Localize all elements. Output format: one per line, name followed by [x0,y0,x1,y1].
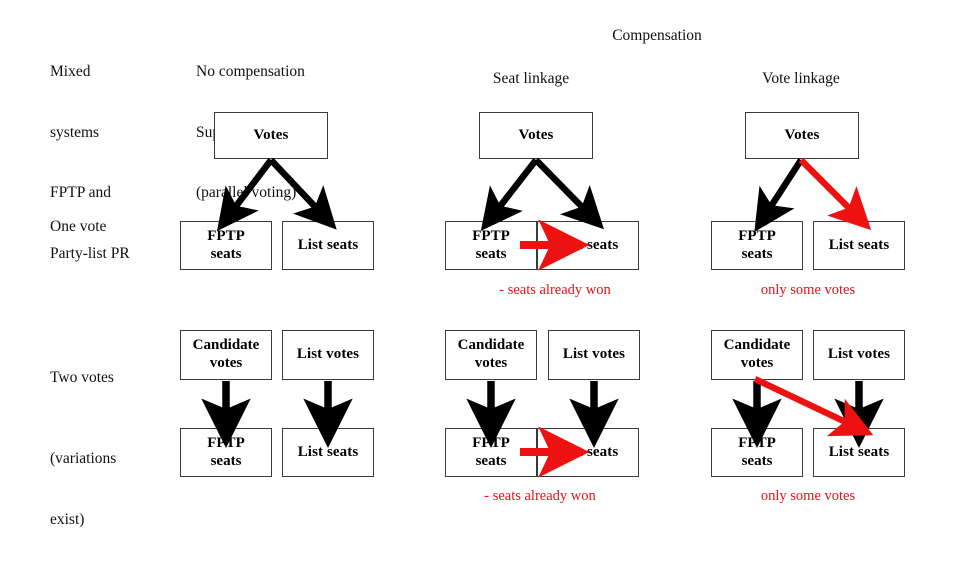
node-list-votes-seatlink-twovotes[interactable]: List votes [548,330,640,380]
two-votes-sub-line-1: (variations [50,450,117,468]
node-list-seats-nocomp-onevote[interactable]: List seats [282,221,374,270]
arrow-votes-to-list-red-votelink-onevote [798,157,872,231]
mixed-systems-title: Mixed systems FPTP and Party-list PR [50,22,130,304]
title-line-1: Mixed [50,63,91,81]
annotation-seats-already-won-onevote: - seats already won [499,282,611,298]
row-label-two-votes-note: (variations exist) [50,409,116,570]
annotation-only-some-votes-twovotes: only some votes [760,488,856,504]
node-list-votes-votelink-twovotes[interactable]: List votes [813,330,905,380]
node-list-seats-votelink-twovotes[interactable]: List seats [813,428,905,477]
two-votes-sub-line-2: exist) [50,510,85,528]
annotation-only-some-votes-onevote: only some votes [760,282,856,298]
arrow-votes-to-fptp-votelink-onevote [754,158,804,232]
row-label-two-votes: Two votes [50,369,114,386]
row-label-one-vote: One vote [50,218,107,235]
title-line-4: Party-list PR [50,244,130,262]
arrow-votes-to-list-seatlink-onevote [533,157,605,230]
arrow-votes-to-fptp-seatlink-onevote [480,158,539,231]
node-list-seats-seatlink-twovotes[interactable]: List seats [537,428,639,477]
node-list-votes-nocomp-twovotes[interactable]: List votes [282,330,374,380]
node-votes-nocomp-onevote[interactable]: Votes [214,112,328,159]
column-header-vote-linkage: Vote linkage [762,70,840,87]
annotation-seats-already-won-twovotes: - seats already won [484,488,596,504]
diagram-canvas: Mixed systems FPTP and Party-list PR No … [50,22,905,528]
node-votes-votelink-onevote[interactable]: Votes [745,112,859,159]
node-list-seats-nocomp-twovotes[interactable]: List seats [282,428,374,477]
title-line-2: systems [50,123,100,141]
column-header-seat-linkage: Seat linkage [492,70,570,87]
title-line-3: FPTP and [50,184,112,202]
node-list-seats-votelink-onevote[interactable]: List seats [813,221,905,270]
group-header-compensation: Compensation [612,27,702,44]
no-compensation-line-3: (parallel voting) [196,184,297,202]
node-list-seats-seatlink-onevote[interactable]: List seats [537,221,639,270]
node-votes-seatlink-onevote[interactable]: Votes [479,112,593,159]
arrow-candidate-to-listseats-red-votelink-twovotes [753,376,874,437]
no-compensation-line-1: No compensation [196,63,305,81]
